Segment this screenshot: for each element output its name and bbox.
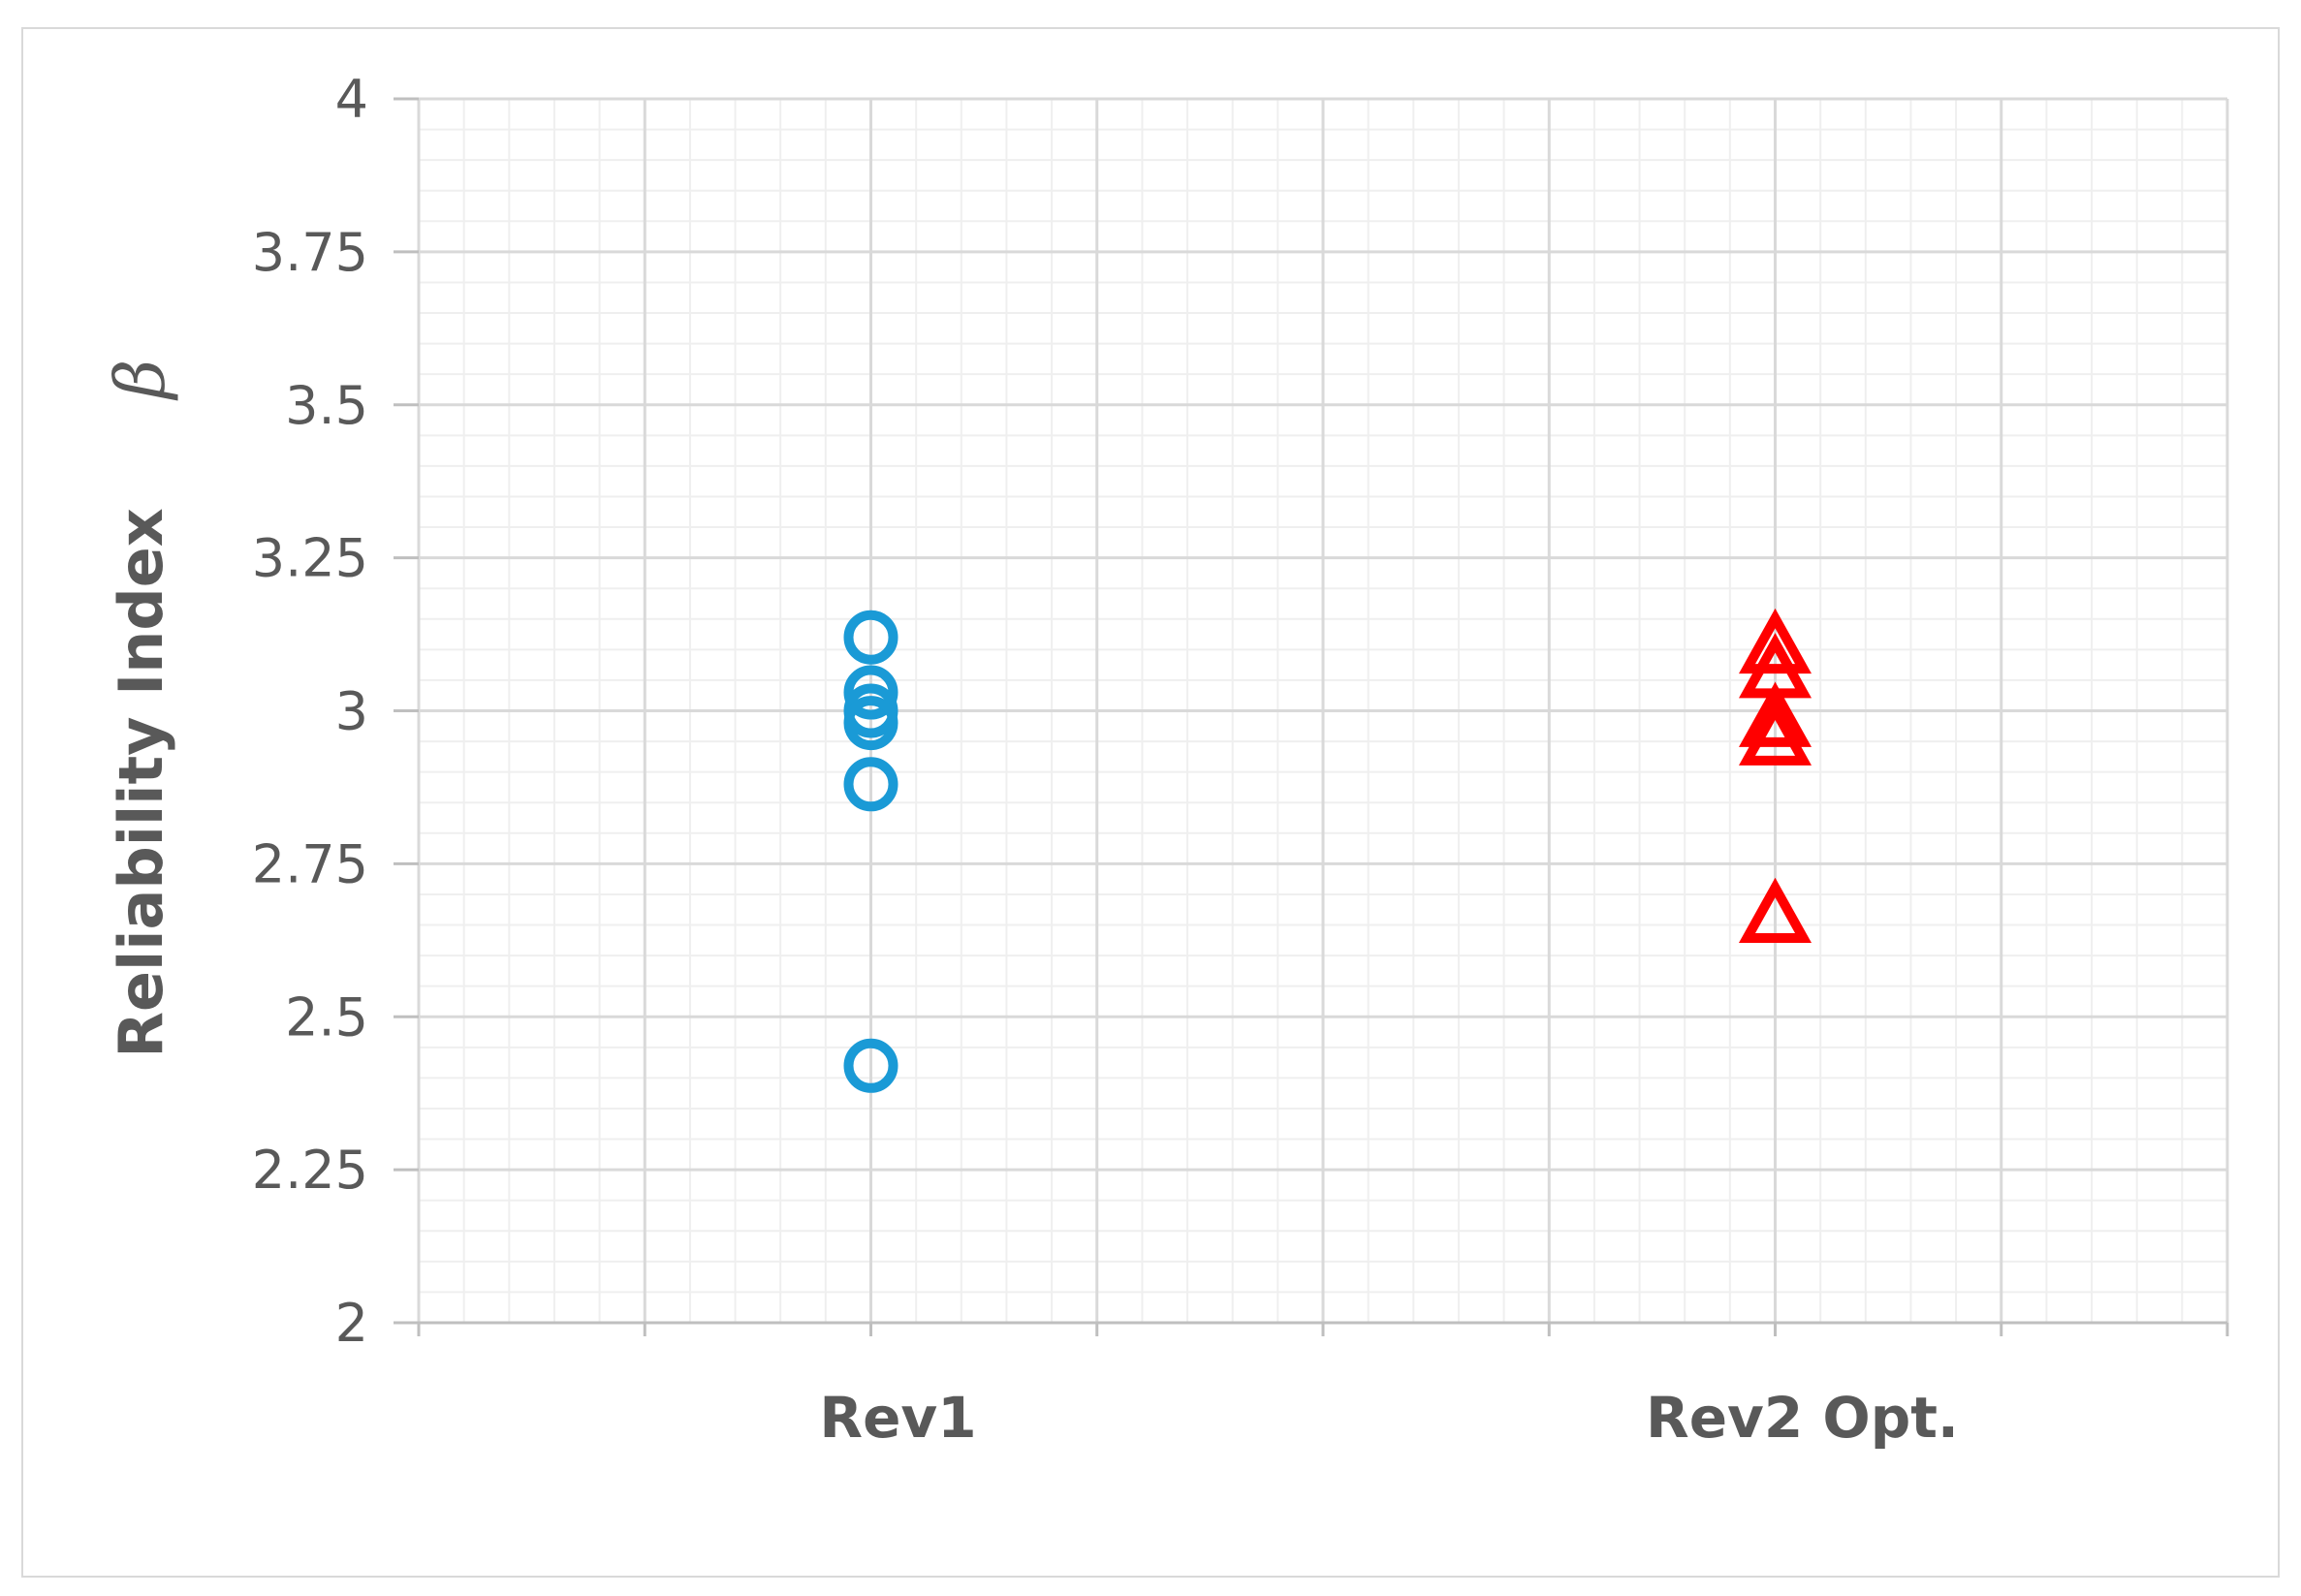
y-axis-title-group: Reliability Index β xyxy=(101,360,180,1058)
x-category-label: Rev2 Opt. xyxy=(1646,1385,1959,1451)
axes xyxy=(394,97,2229,1336)
grid-major xyxy=(417,97,2229,1325)
data-point-triangle xyxy=(1738,877,1812,943)
y-tick-label: 4 xyxy=(335,69,368,130)
y-tick-label: 3.25 xyxy=(252,528,368,589)
y-axis-title: Reliability Index xyxy=(106,508,176,1058)
y-tick-label: 2.75 xyxy=(252,833,368,894)
y-tick-labels: 2 2.25 2.5 2.75 3 3.25 3.5 3.75 4 xyxy=(252,69,368,1354)
y-tick-label: 3.75 xyxy=(252,222,368,283)
y-tick-label: 3.5 xyxy=(285,375,368,436)
y-tick-label: 2 xyxy=(335,1293,368,1354)
x-tick-labels: Rev1 Rev2 Opt. xyxy=(819,1385,1959,1451)
data-point-triangle xyxy=(1738,608,1812,674)
y-axis-symbol: β xyxy=(101,360,180,401)
data-point-circle xyxy=(843,757,898,812)
data-point-circle xyxy=(843,665,898,720)
data-point-circle xyxy=(843,610,898,665)
data-point-triangle xyxy=(1738,700,1812,766)
y-tick-label: 2.25 xyxy=(252,1140,368,1201)
y-tick-label: 2.5 xyxy=(285,986,368,1048)
y-tick-label: 3 xyxy=(335,681,368,742)
data-points xyxy=(843,608,1812,1093)
data-point-circle xyxy=(843,1038,898,1093)
x-category-label: Rev1 xyxy=(819,1385,976,1451)
data-point-triangle xyxy=(1738,681,1812,747)
data-point-circle xyxy=(843,696,898,751)
